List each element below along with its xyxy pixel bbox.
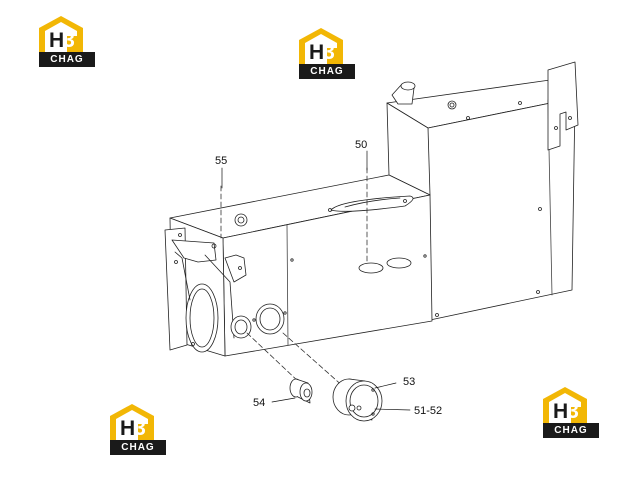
brand-logo: H3 CHAG [37, 14, 97, 68]
logo-house-icon [299, 28, 343, 64]
end-panel [164, 217, 247, 357]
logo-house-icon [543, 387, 587, 423]
leader-lines [221, 150, 411, 411]
logo-plate: CHAG [110, 440, 166, 455]
rear-tank-housing [386, 79, 576, 321]
logo-plate: CHAG [543, 423, 599, 438]
callout-54: 54 [253, 397, 266, 409]
logo-mark: H3 [120, 417, 146, 440]
callout-50: 50 [355, 139, 368, 151]
callout-51-52: 51-52 [414, 405, 443, 417]
logo-plate: CHAG [299, 64, 355, 79]
callout-53: 53 [403, 376, 416, 388]
logo-mark: H3 [553, 400, 579, 423]
brand-logo: H3 CHAG [297, 26, 357, 80]
logo-mark: H3 [49, 29, 75, 52]
logo-house-icon [39, 16, 83, 52]
part-53-cover [332, 378, 383, 422]
logo-house-icon [110, 404, 154, 440]
brand-logo: H3 CHAG [541, 385, 601, 439]
top-pipe-elbow [391, 81, 416, 105]
logo-mark: H3 [309, 41, 335, 64]
side-ports [230, 303, 287, 339]
callout-55: 55 [215, 155, 228, 167]
brand-logo: H3 CHAG [108, 402, 168, 456]
mounting-bracket-right [547, 61, 579, 151]
assembly-guide-lines [220, 167, 368, 389]
logo-plate: CHAG [39, 52, 95, 67]
part-54-cap [289, 378, 313, 404]
